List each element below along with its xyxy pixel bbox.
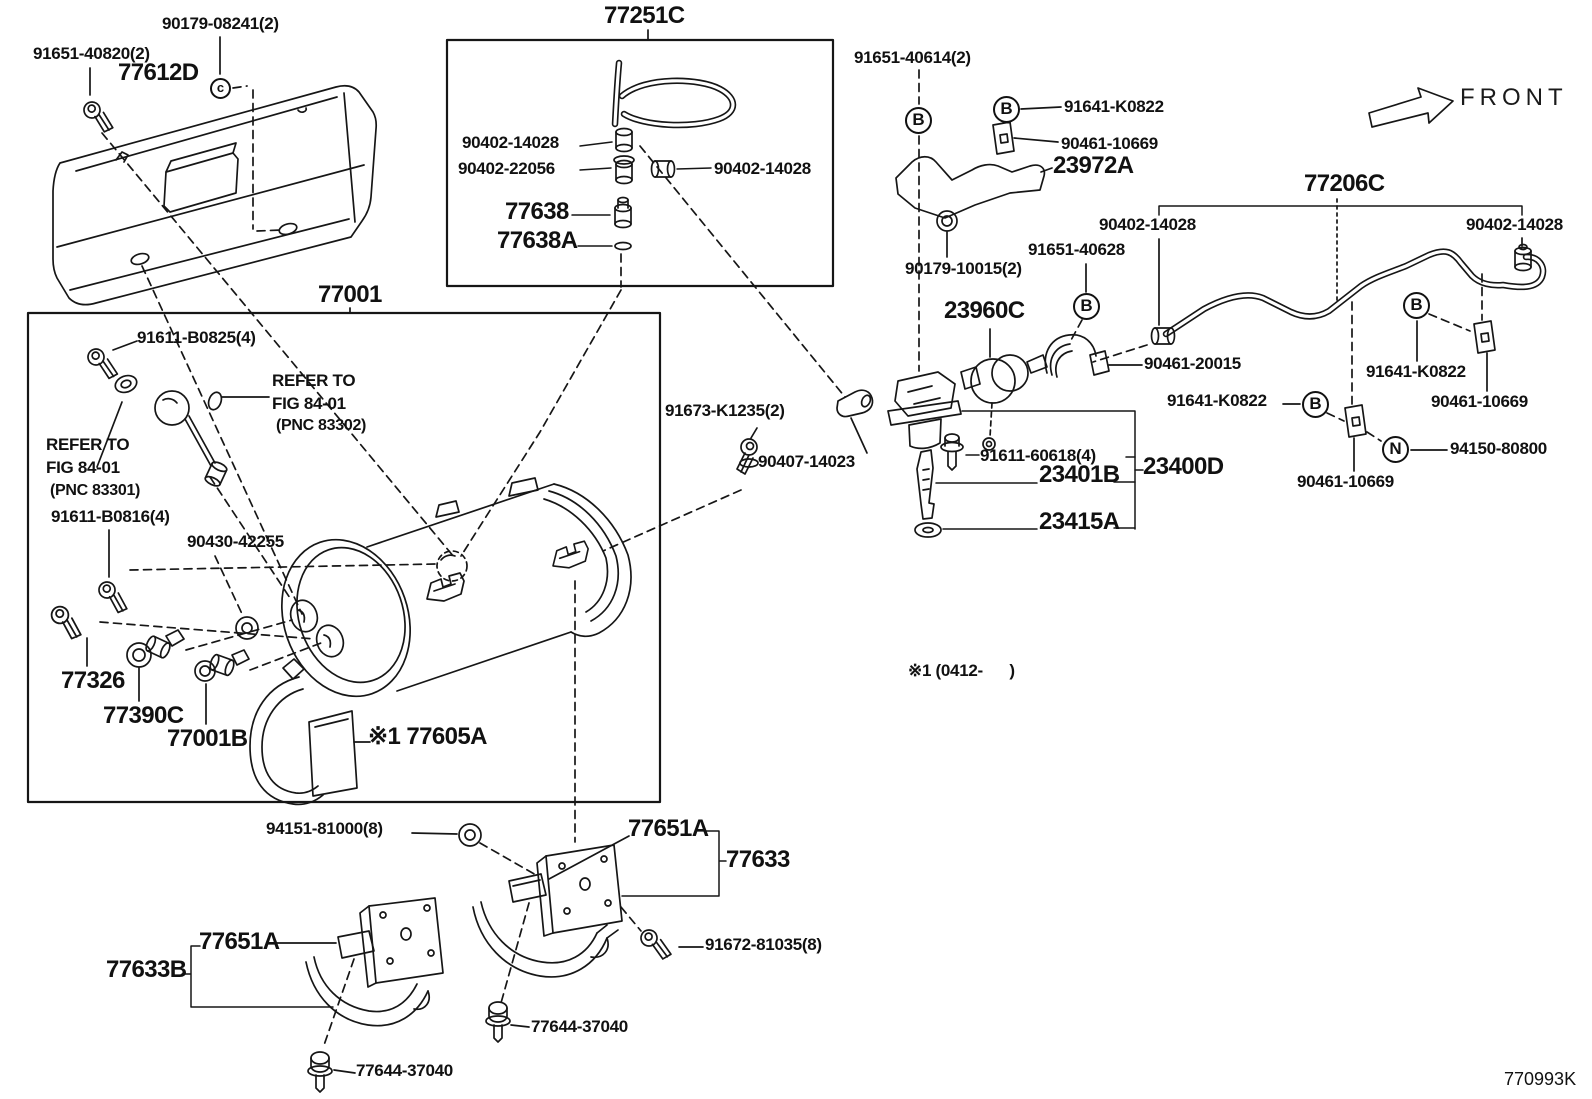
elbow-90407-drawing bbox=[836, 389, 874, 454]
panel-screws bbox=[78, 36, 221, 136]
part-label-23400d: 23400D bbox=[1143, 453, 1224, 480]
part-label-91651-40628: 91651-40628 bbox=[1028, 240, 1125, 259]
circled-letter-b2-icon: B bbox=[993, 96, 1020, 123]
pump-bracket-lines bbox=[935, 410, 1144, 530]
part-label-91611-b0816: 91611-B0816(4) bbox=[51, 507, 170, 526]
circled-letter-b5-icon: B bbox=[1403, 292, 1430, 319]
part-label-90402-14028-c: 90402-14028 bbox=[1099, 215, 1196, 234]
step-bracket-right-drawing bbox=[411, 823, 727, 1043]
bracket-23972a-drawing bbox=[895, 106, 1062, 258]
part-label-91611-b0825: 91611-B0825(4) bbox=[137, 328, 256, 347]
valve-23960c-drawing bbox=[960, 328, 1048, 451]
part-label-90402-14028-a: 90402-14028 bbox=[462, 133, 559, 152]
part-label-90407-14023: 90407-14023 bbox=[758, 452, 855, 471]
pump-23400d-drawing bbox=[887, 371, 964, 538]
part-label-90402-14028-b: 90402-14028 bbox=[714, 159, 811, 178]
part-label-23415a: 23415A bbox=[1039, 508, 1120, 535]
pipe-clips bbox=[1282, 320, 1496, 472]
circled-letter-c-icon: c bbox=[210, 78, 231, 99]
refer-note-83302-line3: (PNC 83302) bbox=[276, 417, 367, 434]
refer-note-83301-line1: REFER TO bbox=[46, 435, 130, 454]
part-label-90461-20015: 90461-20015 bbox=[1144, 354, 1241, 373]
panel-leader-dashes bbox=[101, 85, 455, 615]
part-label-94150-80800: 94150-80800 bbox=[1450, 439, 1547, 458]
breather-leader-lines bbox=[571, 141, 712, 247]
part-label-91641-k0822-2: 91641-K0822 bbox=[1167, 391, 1267, 410]
tank-dashes bbox=[99, 476, 742, 843]
refer-note-83302-line1: REFER TO bbox=[272, 371, 356, 390]
part-label-90402-14028-d: 90402-14028 bbox=[1466, 215, 1563, 234]
tank-box-77001 bbox=[26, 311, 662, 804]
pipe-77206c-drawing bbox=[1150, 198, 1547, 345]
front-direction-label: FRONT bbox=[1460, 84, 1568, 111]
part-label-90179-10015: 90179-10015(2) bbox=[905, 259, 1022, 278]
tank-band-77605a bbox=[249, 658, 371, 806]
bottom-dashes bbox=[322, 842, 642, 1049]
part-label-94151-81000: 94151-81000(8) bbox=[266, 819, 383, 838]
breather-fittings bbox=[613, 127, 676, 251]
part-label-23972a: 23972A bbox=[1053, 152, 1134, 179]
part-label-90461-10669-1: 90461-10669 bbox=[1061, 134, 1158, 153]
part-label-77651a-right: 77651A bbox=[628, 815, 709, 842]
clamp-90461-20015-drawing bbox=[1044, 333, 1143, 378]
tank-bolt-91673 bbox=[736, 427, 759, 475]
part-label-90402-22056: 90402-22056 bbox=[458, 159, 555, 178]
part-label-91611-60618: 91611-60618(4) bbox=[980, 446, 1096, 465]
part-label-77633: 77633 bbox=[726, 846, 790, 873]
refer-note-83301-line3: (PNC 83301) bbox=[50, 482, 141, 499]
part-label-77633b: 77633B bbox=[106, 956, 187, 983]
part-label-77644-37040-right: 77644-37040 bbox=[531, 1017, 628, 1036]
bracket-23972a-dashes bbox=[918, 69, 1083, 372]
part-label-77390c: 77390C bbox=[103, 702, 184, 729]
part-label-77644-37040-left: 77644-37040 bbox=[356, 1061, 453, 1080]
part-label-77605a: ※1 77605A bbox=[368, 723, 487, 750]
part-label-77251c: 77251C bbox=[604, 2, 685, 29]
part-label-77638a: 77638A bbox=[497, 227, 578, 254]
circled-letter-b3-icon: B bbox=[1073, 293, 1100, 320]
breather-pipe-drawing bbox=[611, 59, 737, 129]
part-label-77651a-left: 77651A bbox=[199, 928, 280, 955]
sender-gauge-drawing bbox=[82, 340, 270, 489]
part-label-91651-40820: 91651-40820(2) bbox=[33, 44, 150, 63]
footnote-applicability: ※1 (0412- ) bbox=[908, 661, 1015, 680]
part-label-91641-k0822-1: 91641-K0822 bbox=[1064, 97, 1164, 116]
part-label-90430-42255: 90430-42255 bbox=[187, 532, 284, 551]
part-label-90461-10669-2: 90461-10669 bbox=[1431, 392, 1528, 411]
sheet-code: 770993K bbox=[1504, 1069, 1577, 1089]
part-label-91673-k1235: 91673-K1235(2) bbox=[665, 401, 785, 420]
part-label-77612d: 77612D bbox=[118, 59, 199, 86]
part-label-90179-08241: 90179-08241(2) bbox=[162, 14, 279, 33]
part-label-77206c: 77206C bbox=[1304, 170, 1385, 197]
panel-77612d-drawing bbox=[52, 84, 378, 306]
tank-small-parts bbox=[44, 529, 259, 725]
pipe-dashes bbox=[1092, 273, 1483, 442]
part-label-91672-81035: 91672-81035(8) bbox=[705, 935, 822, 954]
breather-dashes bbox=[460, 145, 846, 557]
part-label-91641-k0822-3: 91641-K0822 bbox=[1366, 362, 1466, 381]
refer-note-83301-line2: FIG 84-01 bbox=[46, 458, 120, 477]
part-label-77001b: 77001B bbox=[167, 725, 248, 752]
part-label-23960c: 23960C bbox=[944, 297, 1025, 324]
front-arrow-icon bbox=[1368, 87, 1454, 128]
part-label-23401b: 23401B bbox=[1039, 461, 1120, 488]
part-label-77326: 77326 bbox=[61, 667, 125, 694]
subassembly-box-77251c bbox=[445, 38, 835, 288]
step-bracket-left-drawing bbox=[181, 897, 444, 1093]
fuel-tank-drawing bbox=[281, 477, 632, 698]
circled-letter-b1-icon: B bbox=[905, 107, 932, 134]
part-label-91651-40614: 91651-40614(2) bbox=[854, 48, 971, 67]
part-label-90461-10669-3: 90461-10669 bbox=[1297, 472, 1394, 491]
circled-letter-n-icon: N bbox=[1382, 436, 1409, 463]
part-label-77001: 77001 bbox=[318, 281, 382, 308]
refer-note-83302-line2: FIG 84-01 bbox=[272, 394, 346, 413]
part-label-77638: 77638 bbox=[505, 198, 569, 225]
circled-letter-b4-icon: B bbox=[1302, 391, 1329, 418]
